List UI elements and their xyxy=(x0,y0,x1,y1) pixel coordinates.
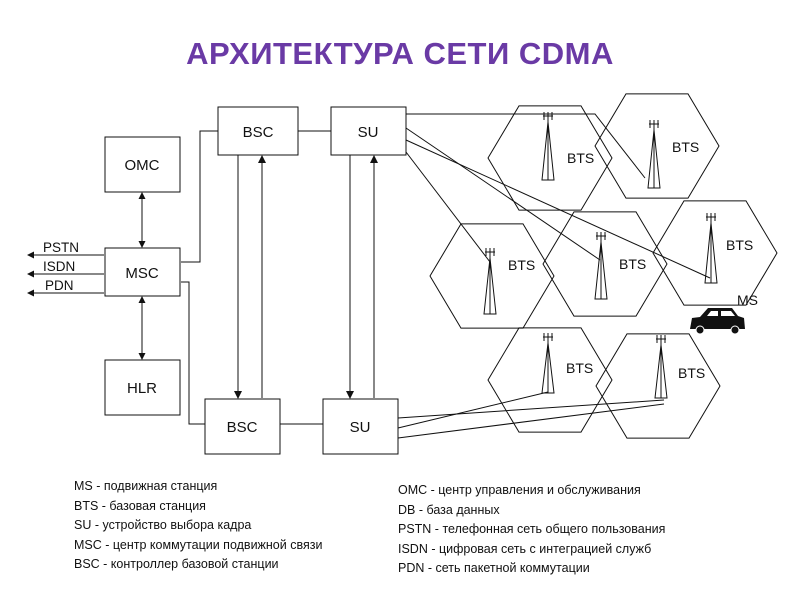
legend-item: ISDN - цифровая сеть с интеграцией служб xyxy=(398,541,652,556)
omc-label: OMC xyxy=(125,157,160,174)
hlr-box xyxy=(104,359,181,416)
bts-label: BTS xyxy=(726,237,753,253)
su-box-bottom xyxy=(322,398,399,455)
bts-antenna-icon xyxy=(594,232,608,300)
bts-label: BTS xyxy=(567,150,594,166)
external-link-arrows xyxy=(27,251,104,297)
su-bts-links xyxy=(397,113,711,439)
bsc-box-bottom xyxy=(204,398,281,455)
legend-item: MS - подвижная станция xyxy=(74,479,218,493)
bsc-label-bottom: BSC xyxy=(227,419,258,436)
bsc-label-top: BSC xyxy=(243,124,274,141)
hlr-label: HLR xyxy=(127,380,157,397)
car-icon xyxy=(690,308,745,335)
su-label-top: SU xyxy=(358,124,379,141)
hex-cell xyxy=(487,327,613,433)
hex-cell xyxy=(487,105,613,211)
bts-label: BTS xyxy=(678,365,705,381)
legend-item: PSTN - телефонная сеть общего пользовани… xyxy=(398,522,666,536)
legend-item: BTS - базовая станция xyxy=(74,498,206,513)
msc-bsc-links xyxy=(181,130,378,425)
legend-item: SU - устройство выбора кадра xyxy=(74,518,252,532)
hex-cell xyxy=(595,333,721,439)
pdn-label: PDN xyxy=(45,278,74,293)
legend-item: MSC - центр коммутации подвижной связи xyxy=(74,537,323,552)
bts-antenna-icon xyxy=(704,213,718,284)
legend-item: BSC - контроллер базовой станции xyxy=(74,557,279,571)
su-label-bottom: SU xyxy=(350,419,371,436)
bts-label: BTS xyxy=(619,256,646,272)
legend-right: OMC - центр управления и обслуживания DB… xyxy=(398,481,665,579)
bts-antenna-icon xyxy=(541,333,555,394)
legend-left: MS - подвижная станция BTS - базовая ста… xyxy=(74,477,322,575)
hex-cell xyxy=(594,93,720,199)
legend-item: PDN - сеть пакетной коммутации xyxy=(398,561,590,575)
bts-antenna-icon xyxy=(483,248,497,315)
cell-grid xyxy=(429,93,778,439)
bts-label: BTS xyxy=(672,139,699,155)
ms-label: MS xyxy=(737,292,758,308)
bts-antenna-icon xyxy=(647,120,661,189)
hex-cell xyxy=(652,200,778,306)
omc-box xyxy=(104,136,181,193)
bts-antenna-icon xyxy=(541,112,555,181)
legend-item: OMC - центр управления и обслуживания xyxy=(398,483,641,497)
legend-item: DB - база данных xyxy=(398,502,500,517)
pstn-label: PSTN xyxy=(43,240,79,255)
msc-box xyxy=(104,247,181,297)
page-title: АРХИТЕКТУРА СЕТИ CDMA xyxy=(186,36,614,71)
bts-layer: BTS BTS BTS BTS BTS BTS BTS xyxy=(483,112,753,399)
bts-antenna-icon xyxy=(654,335,668,399)
bts-label: BTS xyxy=(566,360,593,376)
hex-cell xyxy=(542,211,668,317)
isdn-label: ISDN xyxy=(43,259,75,274)
msc-label: MSC xyxy=(125,265,159,282)
bts-label: BTS xyxy=(508,257,535,273)
